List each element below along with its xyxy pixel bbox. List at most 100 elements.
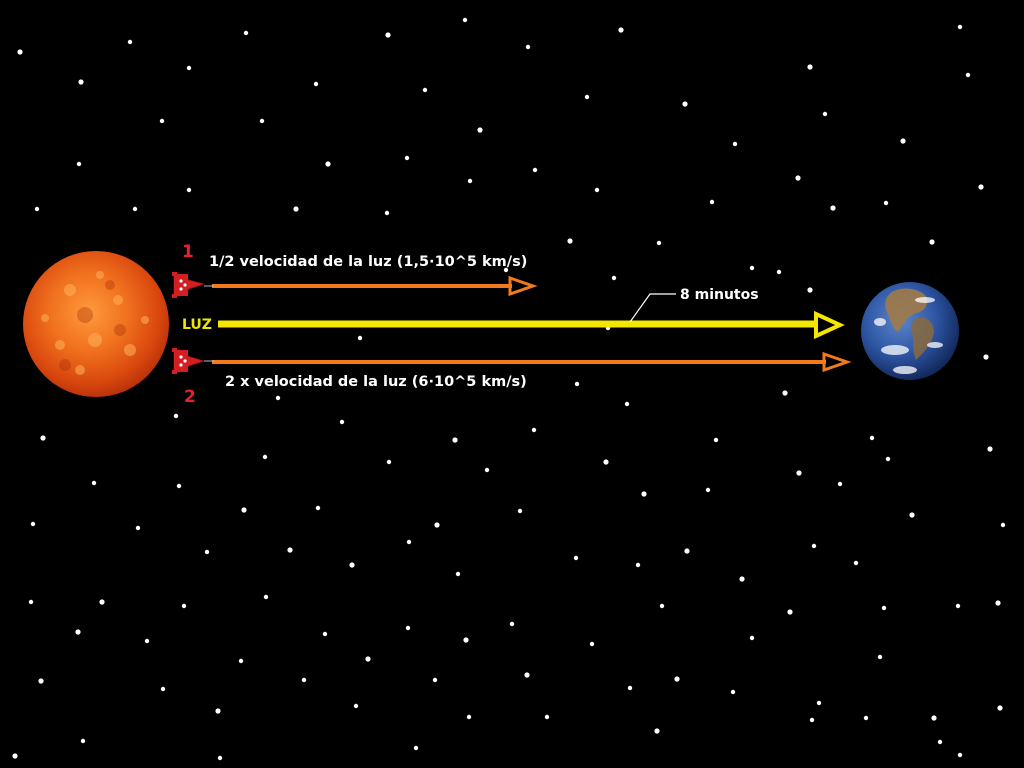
star — [99, 599, 105, 605]
star — [787, 609, 793, 615]
star — [987, 446, 993, 452]
star — [796, 470, 802, 476]
star — [957, 752, 963, 758]
star — [181, 603, 187, 609]
star — [463, 637, 469, 643]
light-ray-arrow — [218, 310, 845, 340]
star — [127, 39, 133, 45]
star — [983, 354, 989, 360]
star — [705, 487, 711, 493]
star — [30, 521, 36, 527]
star — [406, 539, 412, 545]
star — [965, 72, 971, 78]
star — [881, 605, 887, 611]
star — [434, 522, 440, 528]
star — [462, 17, 468, 23]
earth-image — [861, 282, 959, 380]
star — [293, 206, 299, 212]
star — [186, 65, 192, 71]
star — [263, 594, 269, 600]
star — [215, 708, 221, 714]
star — [144, 638, 150, 644]
star — [173, 413, 179, 419]
star — [365, 656, 371, 662]
star — [405, 625, 411, 631]
star — [532, 167, 538, 173]
star — [877, 654, 883, 660]
star — [339, 419, 345, 425]
star — [204, 549, 210, 555]
star — [1000, 522, 1006, 528]
star — [80, 738, 86, 744]
star — [301, 677, 307, 683]
ship2-rocket-icon — [172, 348, 214, 374]
sun-image — [23, 251, 169, 397]
star — [641, 491, 647, 497]
star — [217, 755, 223, 761]
ship2-arrow — [212, 351, 852, 373]
star — [404, 155, 410, 161]
star — [159, 118, 165, 124]
star — [931, 715, 937, 721]
star — [524, 672, 530, 678]
star — [384, 210, 390, 216]
star — [603, 459, 609, 465]
star — [503, 267, 509, 273]
star — [386, 459, 392, 465]
star — [749, 635, 755, 641]
star — [978, 184, 984, 190]
star — [822, 111, 828, 117]
star — [517, 508, 523, 514]
star — [176, 483, 182, 489]
star — [684, 548, 690, 554]
star — [807, 287, 813, 293]
ship2-speed-label: 2 x velocidad de la luz (6·10^5 km/s) — [225, 374, 527, 390]
star — [28, 599, 34, 605]
star — [40, 435, 46, 441]
star — [624, 401, 630, 407]
star — [422, 87, 428, 93]
star — [38, 678, 44, 684]
star — [713, 437, 719, 443]
star — [467, 178, 473, 184]
star — [573, 555, 579, 561]
star — [353, 703, 359, 709]
star — [682, 101, 688, 107]
star — [909, 512, 915, 518]
star — [809, 717, 815, 723]
star — [287, 547, 293, 553]
star — [837, 481, 843, 487]
star — [12, 753, 18, 759]
star — [531, 427, 537, 433]
star — [509, 621, 515, 627]
star — [611, 275, 617, 281]
star — [732, 141, 738, 147]
star — [262, 454, 268, 460]
star — [659, 603, 665, 609]
star — [17, 49, 23, 55]
star — [349, 562, 355, 568]
star — [795, 175, 801, 181]
star — [957, 24, 963, 30]
star — [186, 187, 192, 193]
star — [385, 32, 391, 38]
star — [654, 728, 660, 734]
star — [455, 571, 461, 577]
star — [709, 199, 715, 205]
star — [929, 239, 935, 245]
star — [885, 456, 891, 462]
star — [241, 507, 247, 513]
star — [259, 118, 265, 124]
star — [853, 560, 859, 566]
star — [869, 435, 875, 441]
light-label: LUZ — [182, 317, 212, 333]
star — [484, 467, 490, 473]
star — [863, 715, 869, 721]
star — [955, 603, 961, 609]
star — [574, 381, 580, 387]
star — [315, 505, 321, 511]
star — [749, 265, 755, 271]
star — [776, 269, 782, 275]
star — [674, 676, 680, 682]
